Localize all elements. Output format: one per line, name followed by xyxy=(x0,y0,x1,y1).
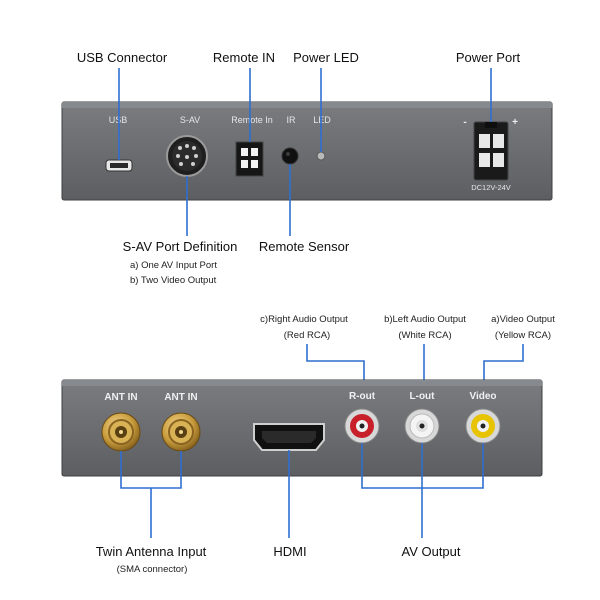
ant-in-1-connector xyxy=(101,412,141,452)
video-output-label: a)Video Output xyxy=(491,314,555,325)
video-label: Video xyxy=(469,391,496,402)
minus-label: - xyxy=(463,117,466,128)
hdmi-label: HDMI xyxy=(273,544,306,559)
ant-in-1-label: ANT IN xyxy=(104,392,137,403)
remote-in-port-label: Remote In xyxy=(231,115,273,125)
av-output-label: AV Output xyxy=(401,544,460,559)
dc-voltage-label: DC12V-24V xyxy=(471,183,511,192)
led-label: LED xyxy=(313,115,331,125)
ant-in-2-label: ANT IN xyxy=(164,392,197,403)
r-out-label: R-out xyxy=(349,391,376,402)
ant-in-2-connector xyxy=(161,412,201,452)
sav-def-b: b) Two Video Output xyxy=(130,275,217,286)
sav-port-definition-label: S-AV Port Definition xyxy=(123,239,238,254)
ir-sensor xyxy=(281,147,299,165)
twin-antenna-sub: (SMA connector) xyxy=(117,564,188,575)
left-audio-label: b)Left Audio Output xyxy=(384,314,466,325)
remote-in-port xyxy=(235,141,264,177)
power-port xyxy=(473,121,509,181)
usb-port xyxy=(105,159,133,172)
hdmi-port xyxy=(253,423,325,451)
power-port-label: Power Port xyxy=(456,50,521,65)
bottom-device-panel: ANT IN ANT IN R-out L-out xyxy=(61,379,543,477)
l-out-label: L-out xyxy=(410,391,436,402)
sav-port-label: S-AV xyxy=(180,115,200,125)
remote-sensor-label: Remote Sensor xyxy=(259,239,350,254)
usb-connector-label: USB Connector xyxy=(77,50,168,65)
usb-port-label: USB xyxy=(109,115,128,125)
remote-in-label: Remote IN xyxy=(213,50,275,65)
plus-label: + xyxy=(512,117,518,128)
power-led xyxy=(316,151,326,161)
right-audio-sub: (Red RCA) xyxy=(284,330,330,341)
sav-def-a: a) One AV Input Port xyxy=(130,260,217,271)
top-device-panel: USB S-AV Remote In IR xyxy=(61,101,553,201)
sav-port xyxy=(166,135,208,177)
left-audio-sub: (White RCA) xyxy=(398,330,451,341)
power-led-label: Power LED xyxy=(293,50,359,65)
right-audio-label: c)Right Audio Output xyxy=(260,314,348,325)
ir-label: IR xyxy=(287,115,297,125)
rca-red-connector xyxy=(344,408,380,444)
video-output-sub: (Yellow RCA) xyxy=(495,330,551,341)
twin-antenna-label: Twin Antenna Input xyxy=(96,544,207,559)
rca-yellow-connector xyxy=(465,408,501,444)
rca-white-connector xyxy=(404,408,440,444)
